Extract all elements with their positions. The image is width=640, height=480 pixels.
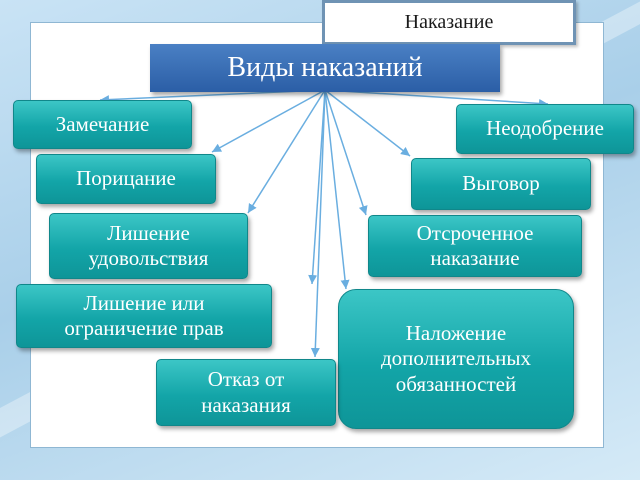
box-disapproval: Неодобрение (456, 104, 634, 154)
box-deprivation-pleasure: Лишение удовольствия (49, 213, 248, 279)
box-reprimand: Выговор (411, 158, 591, 210)
connector-arrow (247, 89, 326, 214)
connector-arrow (324, 89, 368, 216)
box-remark: Замечание (13, 100, 192, 149)
box-deferred: Отсроченное наказание (368, 215, 582, 277)
slide-tab-title: Наказание (322, 0, 576, 45)
box-label: Наложение дополнительных обязанностей (380, 321, 531, 396)
box-waiver: Отказ от наказания (156, 359, 336, 426)
connector-arrow (308, 89, 326, 285)
box-label: Замечание (55, 111, 150, 136)
box-label: Отказ от наказания (201, 367, 291, 417)
box-label: Отсроченное наказание (416, 220, 534, 270)
box-censure: Порицание (36, 154, 216, 204)
box-label: Неодобрение (486, 116, 604, 141)
connector-arrow (324, 89, 350, 290)
connector-arrow (324, 89, 549, 108)
box-label: Лишение или ограничение прав (64, 290, 224, 340)
box-extra-duties: Наложение дополнительных обязанностей (338, 289, 574, 429)
box-label: Выговор (462, 171, 540, 196)
box-deprivation-rights: Лишение или ограничение прав (16, 284, 272, 348)
connector-arrow (324, 89, 411, 157)
box-label: Порицание (76, 166, 176, 191)
connector-arrow (310, 89, 326, 358)
box-label: Лишение удовольствия (88, 220, 209, 270)
connector-arrow (211, 89, 326, 153)
main-title-box: Виды наказаний (150, 44, 500, 92)
